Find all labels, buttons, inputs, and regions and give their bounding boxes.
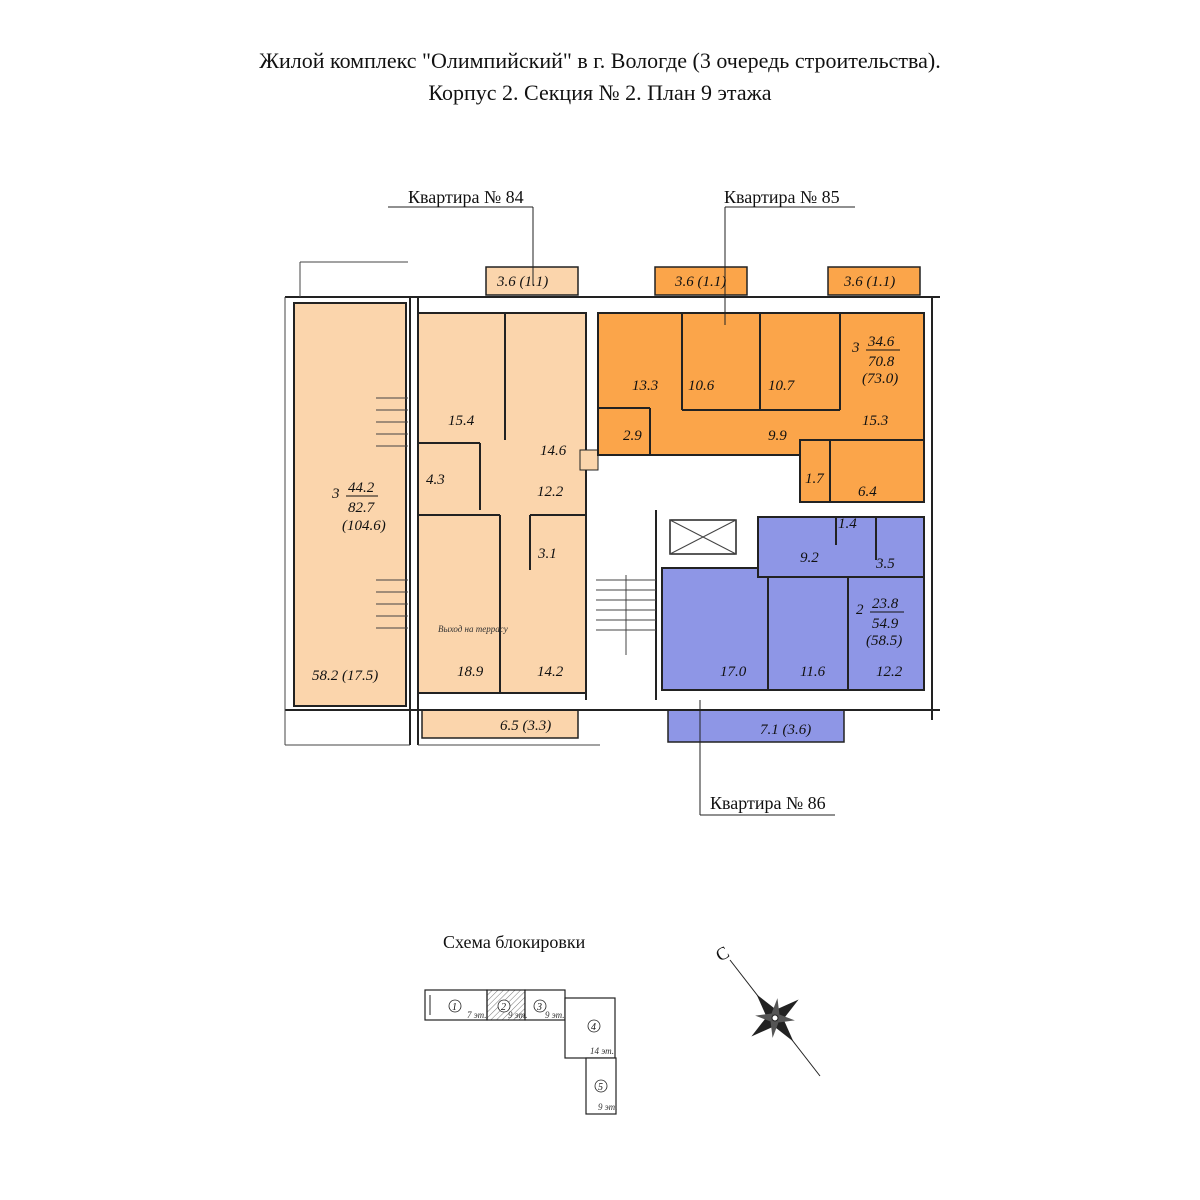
- block-1-floors: 7 эт.: [467, 1010, 486, 1020]
- apt84-stair-hall: [579, 449, 599, 471]
- apt84-room-4: 12.2: [537, 484, 564, 500]
- apt86-total: 54.9: [872, 616, 899, 632]
- apt86-rooms: 2: [856, 602, 864, 618]
- apt84-room-main: [417, 312, 587, 694]
- compass-north-label: С: [712, 942, 732, 965]
- scheme-title: Схема блокировки: [443, 932, 586, 952]
- plan-title-line2: Корпус 2. Секция № 2. План 9 этажа: [428, 80, 772, 105]
- apt84-room-3: 4.3: [426, 472, 445, 488]
- block-2-num: 2: [501, 1002, 506, 1013]
- apt85-room-3: 10.7: [768, 378, 796, 394]
- building-walls: [284, 261, 940, 746]
- apt84-terrace-exit: Выход на террасу: [438, 624, 508, 634]
- block-scheme: [424, 989, 617, 1115]
- block-4-num: 4: [591, 1022, 596, 1033]
- apt84-living: 44.2: [348, 480, 375, 496]
- block-1-num: 1: [452, 1002, 457, 1013]
- apt85-label: Квартира № 85: [724, 187, 840, 207]
- apt86-total-balcony: (58.5): [866, 633, 902, 649]
- apt85-room-5: 2.9: [623, 428, 642, 444]
- apt85-balcony-1: [654, 266, 748, 296]
- apt85-balcony-1-area: 3.6 (1.1): [674, 274, 726, 290]
- apt84-room-6: 18.9: [457, 664, 484, 680]
- apt85-living: 34.6: [867, 334, 895, 350]
- plan-title-line1: Жилой комплекс "Олимпийский" в г. Вологд…: [259, 48, 941, 73]
- compass-rose-icon: [729, 959, 821, 1077]
- apt85-rooms: 3: [851, 340, 860, 356]
- apt85-balcony-2: [827, 266, 921, 296]
- apt86-room-6: 12.2: [876, 664, 903, 680]
- apt85-room-6: 9.9: [768, 428, 787, 444]
- block-3-num: 3: [536, 1002, 542, 1013]
- apartment-86[interactable]: [661, 516, 925, 743]
- apt84-terrace-area: 58.2 (17.5): [312, 668, 378, 684]
- apt84-room-1: 15.4: [448, 413, 475, 429]
- apt86-room-main: [661, 567, 925, 691]
- apt84-balcony-top: [485, 266, 579, 296]
- apt85-room-4: 15.3: [862, 413, 888, 429]
- apt84-balcony-bottom-area: 6.5 (3.3): [500, 718, 551, 734]
- apt86-label: Квартира № 86: [710, 793, 826, 813]
- apt84-label: Квартира № 84: [408, 187, 524, 207]
- apt86-room-2: 9.2: [800, 550, 819, 566]
- apt85-total: 70.8: [868, 354, 895, 370]
- apt86-room-5: 11.6: [800, 664, 826, 680]
- block-5-num: 5: [598, 1082, 603, 1093]
- apt85-room-2: 10.6: [688, 378, 715, 394]
- block-3-floors: 9 эт.: [545, 1010, 564, 1020]
- apt86-room-3: 3.5: [875, 556, 895, 572]
- apt85-room-8: 6.4: [858, 484, 877, 500]
- apt85-room-7: 1.7: [805, 471, 825, 487]
- apt86-balcony-area: 7.1 (3.6): [760, 722, 811, 738]
- apt86-upper: [757, 516, 925, 578]
- label-leaders: [388, 206, 855, 816]
- block-5-floors: 9 эт.: [598, 1102, 617, 1112]
- block-4-floors: 14 эт.: [590, 1046, 614, 1056]
- terrace-84: [293, 302, 407, 707]
- apt84-rooms: 3: [331, 486, 340, 502]
- apt85-balcony-2-area: 3.6 (1.1): [843, 274, 895, 290]
- block-2-floors: 9 эт.: [508, 1010, 527, 1020]
- stairwell: [376, 397, 737, 655]
- apt84-room-2: 14.6: [540, 443, 567, 459]
- apt86-balcony: [667, 709, 845, 743]
- apt84-balcony-top-area: 3.6 (1.1): [496, 274, 548, 290]
- scheme-labels: 1 7 эт. 2 9 эт. 3 9 эт. 4 14 эт. 5 9 эт.: [448, 999, 617, 1112]
- apt85-room-1: 13.3: [632, 378, 658, 394]
- apt86-room-4: 17.0: [720, 664, 747, 680]
- apt86-room-1: 1.4: [838, 516, 857, 532]
- apt84-total-balcony: (104.6): [342, 518, 386, 534]
- apt85-hall: [799, 439, 925, 503]
- apt84-room-7: 14.2: [537, 664, 564, 680]
- apt84-room-5: 3.1: [537, 546, 557, 562]
- apt85-total-balcony: (73.0): [862, 371, 898, 387]
- apt86-living: 23.8: [872, 596, 899, 612]
- apt84-total: 82.7: [348, 500, 376, 516]
